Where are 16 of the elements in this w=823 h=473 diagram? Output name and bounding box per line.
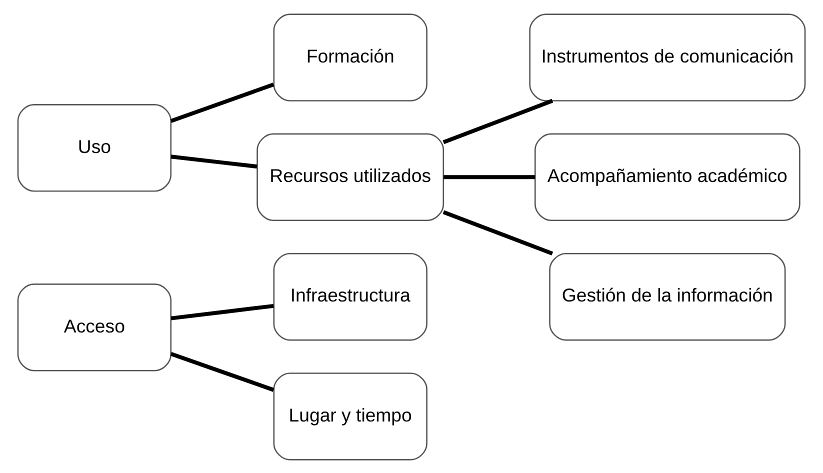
node-box: Infraestructura: [273, 252, 428, 340]
connector: [442, 210, 554, 255]
node-box: Gestión de la información: [549, 252, 786, 340]
node-box: Acceso: [17, 283, 172, 371]
node-box: Lugar y tiempo: [273, 372, 428, 460]
node-box: Formación: [273, 13, 428, 101]
connector: [170, 154, 258, 168]
connector: [170, 303, 274, 320]
connector: [443, 174, 536, 179]
node-box: Recursos utilizados: [256, 132, 444, 221]
node-box: Acompañamiento académico: [534, 132, 800, 221]
connector: [170, 82, 274, 122]
connector: [442, 98, 554, 144]
node-box: Instrumentos de comunicación: [529, 13, 806, 101]
node-box: Uso: [17, 104, 172, 192]
connector: [170, 352, 274, 392]
